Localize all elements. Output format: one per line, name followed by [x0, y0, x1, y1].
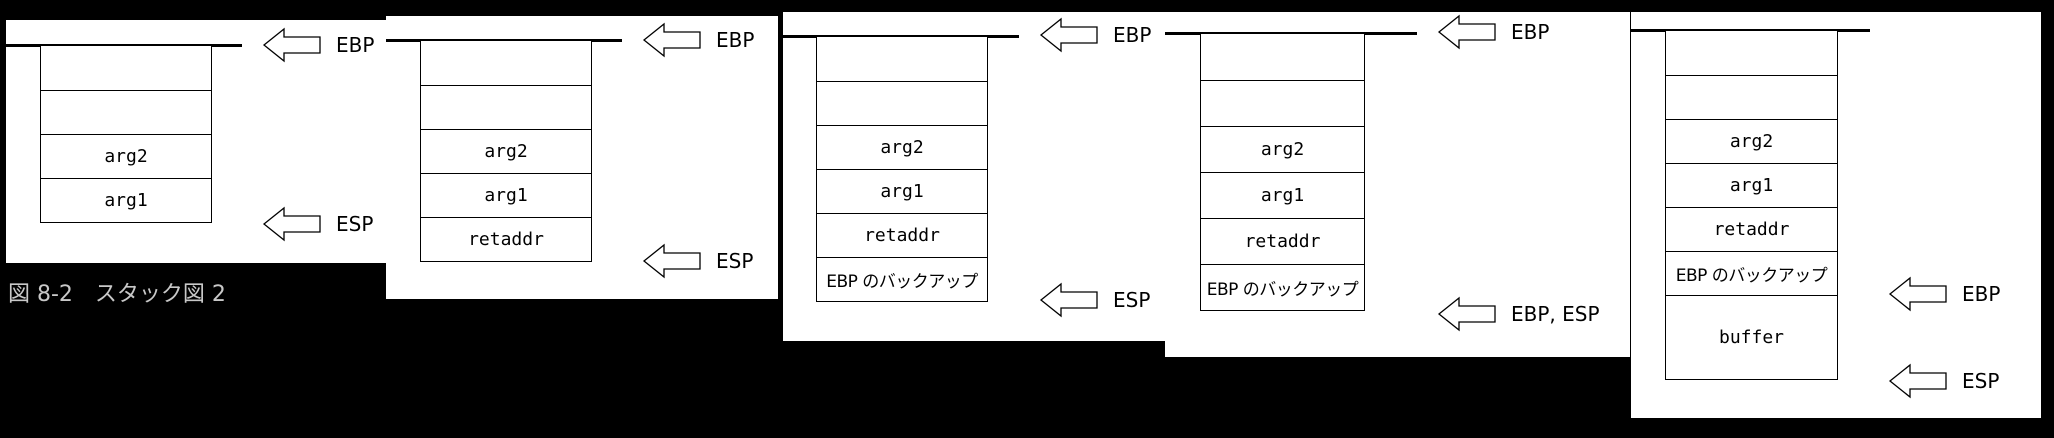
ebp-pointer: EBP: [262, 26, 374, 64]
pointer-label: EBP: [716, 28, 755, 52]
esp-pointer: ESP: [1039, 281, 1150, 319]
stack-cell: EBP のバックアップ: [817, 257, 987, 301]
stack-cell: arg2: [817, 125, 987, 169]
pointer-label: EBP: [1113, 23, 1152, 47]
esp-pointer: ESP: [1888, 362, 1999, 400]
left-arrow-icon: [262, 26, 322, 64]
left-arrow-icon: [1888, 275, 1948, 313]
pointer-label: ESP: [336, 212, 374, 236]
stack-cell: arg2: [1201, 126, 1364, 172]
ebp-pointer: EBP: [1039, 16, 1151, 54]
stack-cell: arg1: [1201, 172, 1364, 218]
left-arrow-icon: [1437, 295, 1497, 333]
frame-top-line: [1165, 32, 1417, 35]
stack-cell: retaddr: [1201, 218, 1364, 264]
stack-cell: [421, 41, 591, 85]
frame-top-line: [783, 35, 1019, 38]
esp-pointer: EBP, ESP: [1437, 295, 1600, 333]
stack-cell: [817, 37, 987, 81]
stack-cell: arg1: [817, 169, 987, 213]
stack-cell: [1666, 31, 1837, 75]
frame-top-line: [6, 44, 242, 47]
pointer-label: EBP: [1511, 20, 1550, 44]
frame-top-line: [1631, 29, 1870, 32]
figure-caption: 図 8-2 スタック図 2: [8, 282, 226, 307]
stack-cell: buffer: [1666, 295, 1837, 379]
stack-cell: EBP のバックアップ: [1201, 264, 1364, 310]
pointer-label: EBP, ESP: [1511, 302, 1600, 326]
stack-cell: [1201, 80, 1364, 126]
left-arrow-icon: [1039, 281, 1099, 319]
frame-top-line: [386, 39, 622, 42]
stack-cell: [41, 90, 211, 134]
ebp-pointer: EBP: [1888, 275, 2000, 313]
stack-cell: EBP のバックアップ: [1666, 251, 1837, 295]
esp-pointer: ESP: [262, 205, 373, 243]
stack-cell: retaddr: [421, 217, 591, 261]
stack-cell: [817, 81, 987, 125]
stack-cell: [1666, 75, 1837, 119]
left-arrow-icon: [1039, 16, 1099, 54]
stack-cell: arg2: [1666, 119, 1837, 163]
stack-cell: [1201, 34, 1364, 80]
ebp-pointer: EBP: [1437, 13, 1549, 51]
left-arrow-icon: [642, 242, 702, 280]
pointer-label: ESP: [1113, 288, 1151, 312]
stack-cell: [421, 85, 591, 129]
left-arrow-icon: [642, 21, 702, 59]
left-arrow-icon: [1888, 362, 1948, 400]
pointer-label: ESP: [1962, 369, 2000, 393]
pointer-label: EBP: [336, 33, 375, 57]
pointer-label: ESP: [716, 249, 754, 273]
stack-cell: arg2: [41, 134, 211, 178]
stack-cell: arg2: [421, 129, 591, 173]
stack-cell: [41, 46, 211, 90]
stack-cell: arg1: [41, 178, 211, 222]
stack-cell: retaddr: [1666, 207, 1837, 251]
esp-pointer: ESP: [642, 242, 753, 280]
ebp-pointer: EBP: [642, 21, 754, 59]
stack-cell: arg1: [1666, 163, 1837, 207]
stack-cell: retaddr: [817, 213, 987, 257]
stack-cell: arg1: [421, 173, 591, 217]
pointer-label: EBP: [1962, 282, 2001, 306]
left-arrow-icon: [262, 205, 322, 243]
left-arrow-icon: [1437, 13, 1497, 51]
